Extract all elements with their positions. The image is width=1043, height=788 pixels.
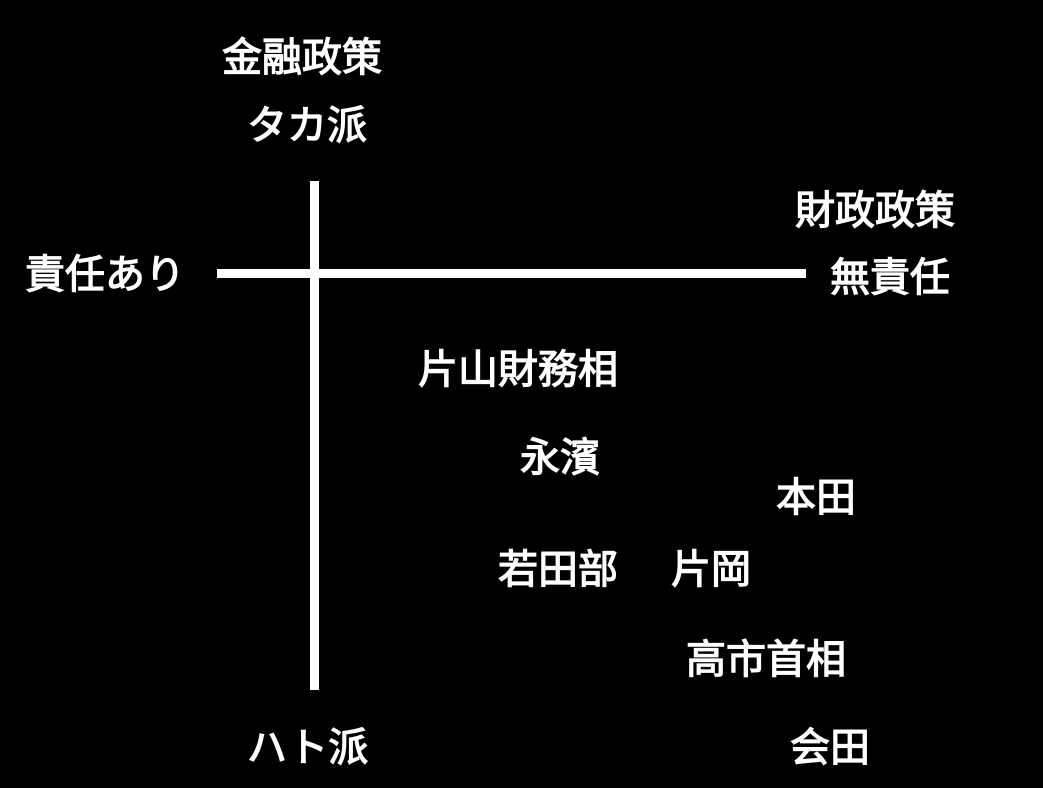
point-label-nagahama: 永濱 [520, 435, 600, 481]
axis-label-right-irresponsible: 無責任 [830, 255, 950, 301]
axis-label-bottom-dovish: ハト派 [247, 725, 369, 771]
point-label-honda: 本田 [776, 475, 856, 521]
axis-label-right-fiscal-policy: 財政政策 [795, 188, 955, 234]
axis-label-top-hawkish: タカ派 [247, 103, 367, 149]
point-label-takaichi: 高市首相 [686, 637, 846, 683]
point-label-katayama: 片山財務相 [418, 347, 618, 393]
point-label-aida: 会田 [790, 725, 870, 771]
axis-label-left-responsible: 責任あり [25, 252, 185, 298]
axis-label-top-monetary-policy: 金融政策 [222, 35, 382, 81]
vertical-axis-line [310, 181, 319, 690]
point-label-wakatabe: 若田部 [498, 547, 618, 593]
point-label-kataoka: 片岡 [671, 547, 751, 593]
horizontal-axis-line [217, 269, 806, 278]
